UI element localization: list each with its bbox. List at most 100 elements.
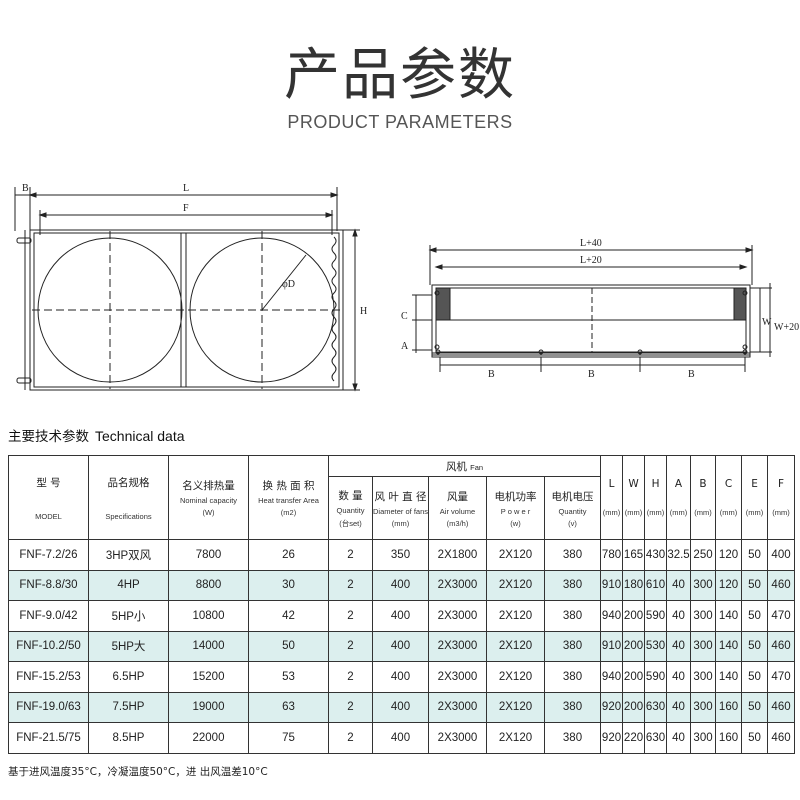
table-cell: 400 [372,600,429,632]
table-cell: 2X120 [486,691,545,723]
table-cell: 380 [543,600,602,632]
page-subtitle: PRODUCT PARAMETERS [287,112,513,132]
table-cell: 460 [767,630,796,662]
table-cell: 50 [741,661,769,693]
table-cell: 920 [600,722,624,754]
table-cell: 8.5HP [88,722,169,754]
table-cell: 63 [248,691,329,723]
table-cell: 460 [767,691,796,723]
table-cell: 22000 [168,722,249,754]
table-cell: 14000 [168,630,249,662]
dimension-drawing: B L F φD H [14,183,799,392]
table-cell: 400 [767,539,796,571]
table-cell: 400 [372,722,429,754]
dim-label-f: F [183,203,189,214]
table-cell: 470 [767,600,796,632]
table-cell: 630 [644,722,668,754]
table-cell: 2X3000 [428,569,487,601]
table-cell: 10800 [168,600,249,632]
table-cell: 2 [328,691,373,723]
fan-group-header: 风机 Fan [327,455,602,477]
table-cell: 630 [644,691,668,723]
table-cell: 200 [622,661,646,693]
table-cell: 590 [644,661,668,693]
table-cell: 160 [715,722,743,754]
table-cell: FNF-21.5/75 [8,722,89,754]
table-cell: FNF-19.0/63 [8,691,89,723]
dim-label-w20: W+20 [774,322,799,333]
table-cell: 50 [741,539,769,571]
table-cell: 2X120 [486,569,545,601]
table-cell: 380 [543,661,602,693]
table-cell: 910 [600,569,624,601]
header-cell: E(mm) [741,455,769,540]
table-cell: 200 [622,691,646,723]
table-cell: 26 [248,539,329,571]
table-cell: 15200 [168,661,249,693]
table-cell: 180 [622,569,646,601]
table-cell: 200 [622,630,646,662]
table-cell: 220 [622,722,646,754]
table-cell: 50 [741,722,769,754]
table-cell: FNF-10.2/50 [8,630,89,662]
table-cell: 50 [741,600,769,632]
header-cell: B(mm) [690,455,717,540]
table-cell: 160 [715,691,743,723]
table-cell: 350 [372,539,429,571]
table-cell: 120 [715,569,743,601]
table-cell: 50 [741,691,769,723]
dim-label-b3: B [688,369,695,380]
dim-label-b1: B [488,369,495,380]
table-cell: 140 [715,630,743,662]
table-cell: 300 [690,722,717,754]
table-cell: 140 [715,600,743,632]
table-cell: 2 [328,661,373,693]
dim-label-c: C [401,311,408,322]
table-cell: 2X120 [486,722,545,754]
table-cell: 300 [690,569,717,601]
table-cell: 7800 [168,539,249,571]
table-cell: 40 [666,691,692,723]
table-cell: 165 [622,539,646,571]
header-cell: F(mm) [767,455,796,540]
table-cell: 400 [372,569,429,601]
front-view [14,187,360,392]
table-cell: 300 [690,661,717,693]
table-cell: 2X3000 [428,661,487,693]
table-cell: 430 [644,539,668,571]
table-cell: 470 [767,661,796,693]
dim-label-b2: B [588,369,595,380]
dim-label-l20: L+20 [580,255,602,266]
table-cell: 40 [666,661,692,693]
table-cell: 2X3000 [428,630,487,662]
table-cell: 380 [543,722,602,754]
table-cell: 300 [690,630,717,662]
header-cell: C(mm) [715,455,743,540]
table-cell: 400 [372,661,429,693]
table-cell: 2 [328,600,373,632]
table-cell: 400 [372,691,429,723]
table-cell: 7.5HP [88,691,169,723]
table-cell: 30 [248,569,329,601]
table-cell: FNF-15.2/53 [8,661,89,693]
table-cell: 40 [666,630,692,662]
table-cell: 200 [622,600,646,632]
dim-label-l: L [183,183,189,194]
section-title-zh: 主要技术参数 [8,429,89,445]
dim-label-a: A [401,341,409,352]
table-cell: 590 [644,600,668,632]
table-cell: 250 [690,539,717,571]
table-cell: 8800 [168,569,249,601]
table-cell: 2X3000 [428,600,487,632]
